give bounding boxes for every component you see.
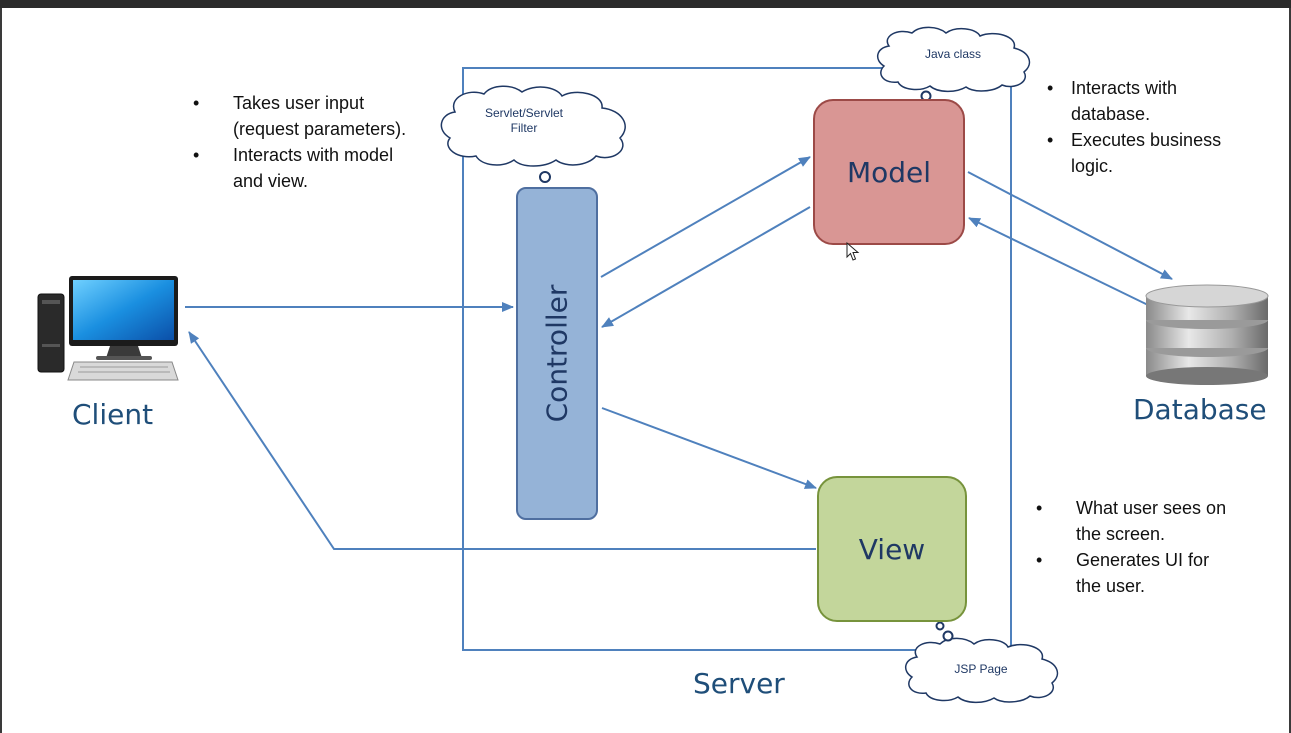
cloud-shapes: [440, 26, 1059, 704]
window-right-edge: [1289, 8, 1291, 733]
controller-label: Controller: [540, 284, 574, 423]
model-box: Model: [813, 99, 965, 245]
arrow-model-to-database: [967, 171, 1173, 280]
arrow-model-to-controller: [601, 206, 811, 328]
window-left-edge: [0, 8, 2, 733]
database-label: Database: [1133, 393, 1267, 426]
arrows: [185, 156, 1173, 550]
database-cylinder-icon: [1145, 284, 1269, 385]
view-note-2: Generates UI for the user.: [1036, 547, 1226, 599]
desktop-computer-icon: [37, 276, 179, 381]
view-box: View: [817, 476, 967, 622]
server-label: Server: [693, 667, 785, 700]
window-top-bar: [0, 0, 1291, 8]
controller-note-2: Interacts with model and view.: [193, 142, 406, 194]
arrow-controller-to-model: [600, 156, 811, 278]
arrow-database-to-model: [968, 217, 1149, 306]
model-label: Model: [846, 155, 932, 189]
model-notes: Interacts with database. Executes busine…: [1047, 75, 1221, 179]
view-cloud-text: JSP Page: [954, 662, 1008, 676]
model-note-1: Interacts with database.: [1047, 75, 1221, 127]
controller-cloud: [440, 85, 626, 167]
model-cloud: [877, 26, 1031, 93]
arrow-controller-to-view: [601, 407, 817, 489]
model-cloud-text: Java class: [924, 47, 982, 61]
controller-notes: Takes user input (request parameters). I…: [193, 90, 406, 194]
controller-cloud-text: Servlet/Servlet Filter: [484, 106, 564, 135]
controller-note-1: Takes user input (request parameters).: [193, 90, 406, 142]
view-note-1: What user sees on the screen.: [1036, 495, 1226, 547]
mouse-cursor-icon: [846, 242, 860, 261]
view-notes: What user sees on the screen. Generates …: [1036, 495, 1226, 599]
server-boundary: [462, 67, 1012, 651]
arrow-view-to-client: [188, 331, 816, 550]
view-cloud: [905, 637, 1059, 704]
client-label: Client: [72, 398, 154, 431]
model-note-2: Executes business logic.: [1047, 127, 1221, 179]
controller-box: Controller: [516, 187, 598, 520]
view-label: View: [858, 532, 926, 566]
